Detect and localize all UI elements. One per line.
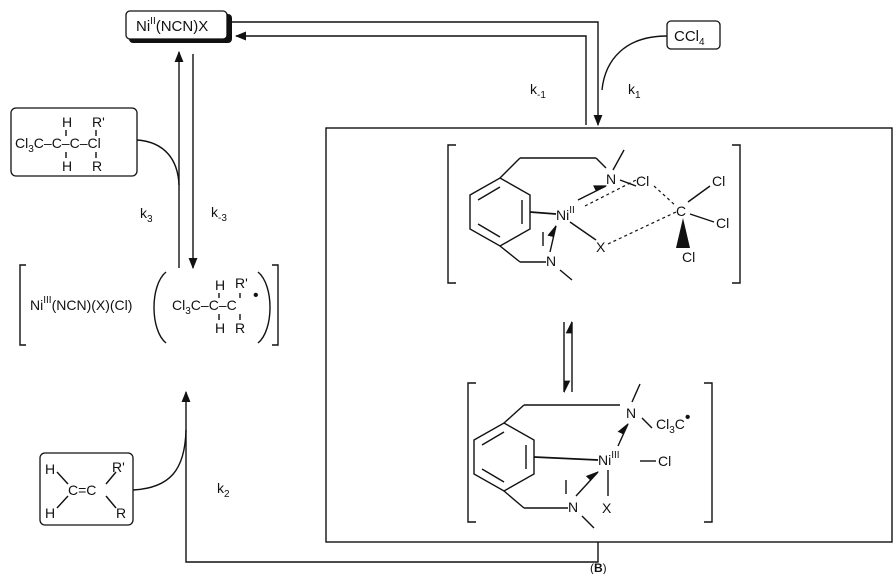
ccl4-box: CCl4 [666,20,721,50]
lower-n-bottom: N [568,499,578,515]
upper-n-bottom: N [546,253,556,269]
haloalkane-r-bottom: R [92,158,102,174]
upper-c: C [676,203,686,219]
rate-label-k1: k1 [628,81,641,101]
upper-x: X [596,239,606,255]
upper-complex: N NiII Cl C Cl Cl Cl X N [447,144,741,284]
rate-label-k3: k3 [140,205,153,225]
ni-iii-h-bottom: H [215,320,225,336]
upper-n-top: N [606,171,616,187]
top-equilibrium-arrows [232,21,668,127]
ni-iii-ligand-chain: Cl3C–C–C [172,297,237,317]
haloalkane-formula: Cl3C–C–C–Cl [15,135,101,155]
alkene-center: C=C [68,482,96,498]
haloalkane-h-top: H [62,114,72,130]
k3-equilibrium-arrows [136,50,198,270]
haloalkane-box: H R' Cl3C–C–C–Cl H R [10,107,138,177]
lower-n-top: N [626,405,636,421]
ni-iii-r-top: R' [235,275,248,291]
haloalkane-h-bottom: H [62,158,72,174]
upper-cl-3: Cl [716,215,729,231]
upper-cl-4: Cl [682,249,695,265]
rate-label-k-minus3: k-3 [211,204,227,224]
rate-label-k2: k2 [217,480,230,500]
lower-x: X [602,500,612,516]
alkene-h-top: H [45,461,55,477]
ni-ii-base: Ni [136,18,150,35]
ni-iii-formula: NiIII(NCN)(X)(Cl) [30,295,132,313]
ni-iii-radical-complex: NiIII(NCN)(X)(Cl) Cl3C–C–C • H R' H R [19,264,279,346]
upper-ni: NiII [556,205,575,223]
haloalkane-r-top: R' [92,114,105,130]
lower-complex: N Cl3C• NiIII Cl X N [467,382,713,529]
ccl4-sub: 4 [699,37,705,48]
complex-equilibrium-arrows [563,320,573,394]
ni-iii-r-bottom: R [235,320,245,336]
upper-cl-2: Cl [712,173,725,189]
upper-cl-bridge: Cl [636,173,649,189]
label-b: (B) [590,561,607,574]
lower-cl3c-radical: Cl3C• [656,409,691,436]
intermediate-box [325,127,893,543]
svg-text:NiII(NCN)X: NiII(NCN)X [136,16,208,35]
alkene-h-bottom: H [45,505,55,521]
ni-ii-ligand: (NCN)X [156,18,209,35]
alkene-r-bottom: R [116,505,126,521]
svg-text:CCl4: CCl4 [674,28,705,48]
k2-arrow [132,390,599,563]
alkene-r-top: R' [112,459,125,475]
rate-label-k-minus1: k-1 [530,81,546,101]
lower-ni: NiIII [598,450,620,468]
ni-ii-oxidation: II [150,16,156,27]
ni-ii-box: NiII(NCN)X [125,10,232,43]
ni-iii-radical-dot: • [253,287,259,304]
ccl4-base: CCl [674,28,699,45]
lower-cl: Cl [658,453,671,469]
ni-iii-h-top: H [215,277,225,293]
alkene-box: H H C=C R' R [39,452,134,526]
